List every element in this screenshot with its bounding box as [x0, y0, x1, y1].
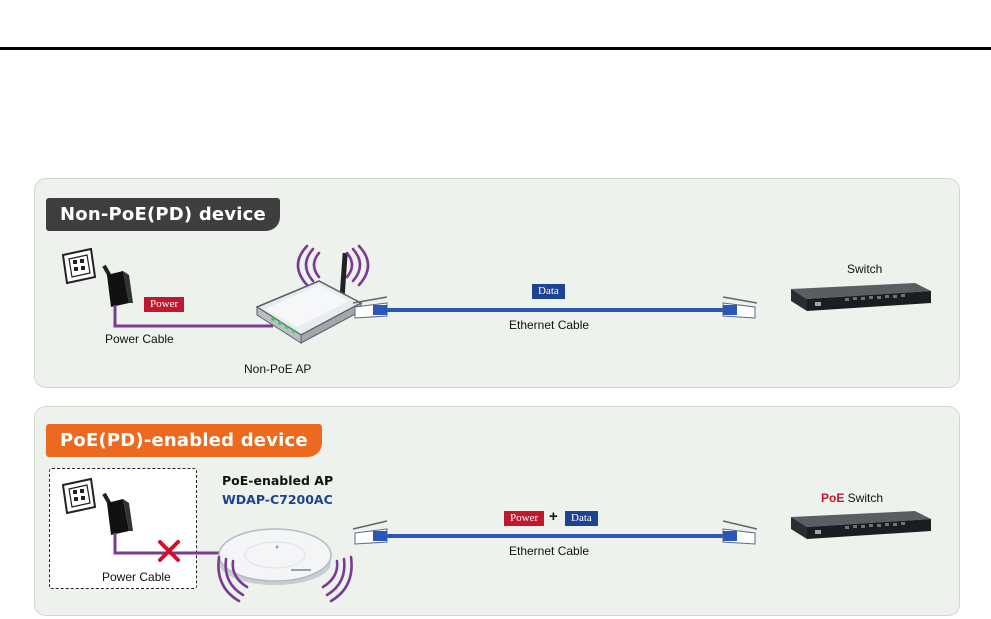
- top-rule: [0, 47, 991, 50]
- switch-label: Switch: [847, 262, 882, 276]
- poe-panel: PoE(PD)-enabled device Power Cable PoE-e…: [34, 406, 960, 616]
- data-badge: Data: [565, 511, 598, 526]
- ethernet-cable-label: Ethernet Cable: [509, 544, 589, 558]
- poe-switch-suffix: Switch: [844, 491, 883, 505]
- non-poe-panel: Non-PoE(PD) device Power Power Cable N: [34, 178, 960, 388]
- data-badge: Data: [532, 284, 565, 299]
- network-switch-icon: [785, 279, 935, 315]
- power-badge: Power: [504, 511, 544, 526]
- plus-sign: +: [549, 508, 558, 525]
- network-switch-icon: [785, 507, 935, 543]
- poe-switch-label: PoE Switch: [821, 491, 883, 505]
- ethernet-cable-label: Ethernet Cable: [509, 318, 589, 332]
- poe-switch-prefix: PoE: [821, 491, 844, 505]
